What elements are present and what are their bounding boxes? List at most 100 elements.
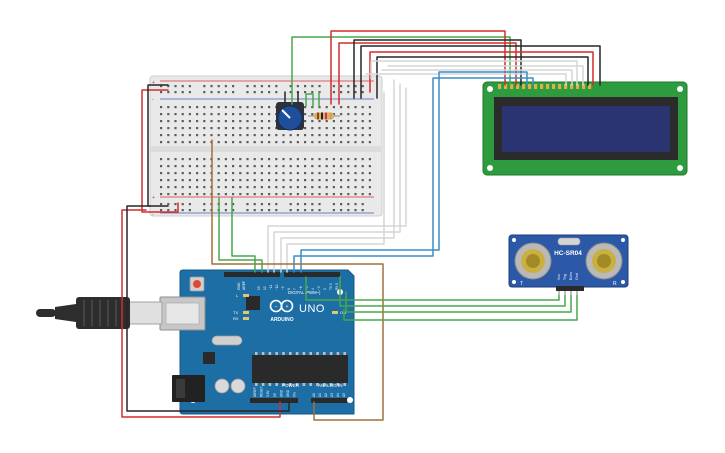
breadboard-hole[interactable] <box>275 193 278 196</box>
breadboard-hole[interactable] <box>203 193 206 196</box>
breadboard-hole[interactable] <box>188 120 191 123</box>
rail-hole[interactable] <box>347 85 350 88</box>
breadboard-hole[interactable] <box>347 134 350 137</box>
rail-hole[interactable] <box>361 85 364 88</box>
breadboard-hole[interactable] <box>196 127 199 130</box>
breadboard-hole[interactable] <box>361 186 364 189</box>
breadboard-hole[interactable] <box>160 172 163 175</box>
breadboard-hole[interactable] <box>325 120 328 123</box>
breadboard-hole[interactable] <box>354 158 357 161</box>
breadboard-hole[interactable] <box>361 172 364 175</box>
arduino-uno[interactable]: L TX RX ON − + ARDUINO UNO DIGITAL (PWM~… <box>159 269 355 415</box>
breadboard-hole[interactable] <box>210 134 213 137</box>
rail-hole[interactable] <box>174 91 177 94</box>
breadboard-hole[interactable] <box>347 120 350 123</box>
breadboard-hole[interactable] <box>361 127 364 130</box>
rail-hole[interactable] <box>332 85 335 88</box>
breadboard-hole[interactable] <box>311 186 314 189</box>
breadboard-hole[interactable] <box>347 106 350 109</box>
breadboard-hole[interactable] <box>368 134 371 137</box>
breadboard-hole[interactable] <box>232 158 235 161</box>
wire-arduino-5v-red[interactable] <box>121 209 281 418</box>
rail-hole[interactable] <box>340 209 343 212</box>
breadboard-hole[interactable] <box>232 106 235 109</box>
rail-hole[interactable] <box>188 203 191 206</box>
rail-hole[interactable] <box>304 203 307 206</box>
breadboard-hole[interactable] <box>167 179 170 182</box>
breadboard-hole[interactable] <box>260 120 263 123</box>
breadboard-hole[interactable] <box>268 172 271 175</box>
rail-hole[interactable] <box>203 209 206 212</box>
breadboard-hole[interactable] <box>181 141 184 144</box>
breadboard-hole[interactable] <box>160 106 163 109</box>
breadboard-hole[interactable] <box>289 134 292 137</box>
lcd-pin[interactable] <box>504 84 508 89</box>
breadboard-hole[interactable] <box>275 141 278 144</box>
breadboard-hole[interactable] <box>361 141 364 144</box>
breadboard-hole[interactable] <box>332 158 335 161</box>
breadboard-hole[interactable] <box>239 127 242 130</box>
breadboard-hole[interactable] <box>246 127 249 130</box>
breadboard-hole[interactable] <box>289 193 292 196</box>
breadboard-hole[interactable] <box>167 127 170 130</box>
breadboard-hole[interactable] <box>210 127 213 130</box>
breadboard-hole[interactable] <box>224 113 227 116</box>
rail-hole[interactable] <box>304 91 307 94</box>
breadboard-hole[interactable] <box>167 165 170 168</box>
breadboard-hole[interactable] <box>304 179 307 182</box>
breadboard-hole[interactable] <box>174 172 177 175</box>
breadboard-hole[interactable] <box>275 165 278 168</box>
breadboard-hole[interactable] <box>325 172 328 175</box>
breadboard-hole[interactable] <box>304 113 307 116</box>
breadboard-hole[interactable] <box>167 141 170 144</box>
rail-hole[interactable] <box>289 91 292 94</box>
breadboard-hole[interactable] <box>296 134 299 137</box>
breadboard-hole[interactable] <box>174 106 177 109</box>
rail-hole[interactable] <box>167 203 170 206</box>
rail-hole[interactable] <box>340 85 343 88</box>
breadboard-hole[interactable] <box>203 172 206 175</box>
breadboard-hole[interactable] <box>318 141 321 144</box>
breadboard-hole[interactable] <box>354 127 357 130</box>
rail-hole[interactable] <box>354 85 357 88</box>
lcd-pin[interactable] <box>588 84 592 89</box>
breadboard-hole[interactable] <box>174 193 177 196</box>
breadboard-hole[interactable] <box>268 193 271 196</box>
breadboard-hole[interactable] <box>354 165 357 168</box>
breadboard-hole[interactable] <box>354 186 357 189</box>
breadboard-hole[interactable] <box>224 179 227 182</box>
wire-lcd-black-1[interactable] <box>353 39 522 99</box>
breadboard-hole[interactable] <box>181 113 184 116</box>
breadboard-hole[interactable] <box>296 172 299 175</box>
rail-hole[interactable] <box>354 91 357 94</box>
breadboard-hole[interactable] <box>160 186 163 189</box>
breadboard-hole[interactable] <box>188 193 191 196</box>
breadboard-hole[interactable] <box>268 141 271 144</box>
rail-hole[interactable] <box>232 203 235 206</box>
wire-lcd-data-white-1[interactable] <box>370 60 578 86</box>
breadboard-hole[interactable] <box>239 179 242 182</box>
rail-hole[interactable] <box>311 91 314 94</box>
wire-sensor-echo-green[interactable] <box>345 291 572 313</box>
breadboard-hole[interactable] <box>260 134 263 137</box>
breadboard-hole[interactable] <box>282 158 285 161</box>
breadboard-hole[interactable] <box>224 158 227 161</box>
breadboard-hole[interactable] <box>203 113 206 116</box>
breadboard-hole[interactable] <box>217 186 220 189</box>
rail-hole[interactable] <box>318 203 321 206</box>
breadboard-hole[interactable] <box>325 186 328 189</box>
rail-hole[interactable] <box>361 209 364 212</box>
lcd-pin[interactable] <box>510 84 514 89</box>
breadboard-hole[interactable] <box>239 186 242 189</box>
breadboard-hole[interactable] <box>304 141 307 144</box>
breadboard-hole[interactable] <box>361 179 364 182</box>
breadboard-hole[interactable] <box>275 158 278 161</box>
breadboard-hole[interactable] <box>347 158 350 161</box>
breadboard-hole[interactable] <box>188 165 191 168</box>
breadboard-hole[interactable] <box>167 113 170 116</box>
breadboard-hole[interactable] <box>253 113 256 116</box>
breadboard-hole[interactable] <box>340 141 343 144</box>
rail-hole[interactable] <box>311 203 314 206</box>
breadboard-hole[interactable] <box>188 186 191 189</box>
breadboard-hole[interactable] <box>361 165 364 168</box>
